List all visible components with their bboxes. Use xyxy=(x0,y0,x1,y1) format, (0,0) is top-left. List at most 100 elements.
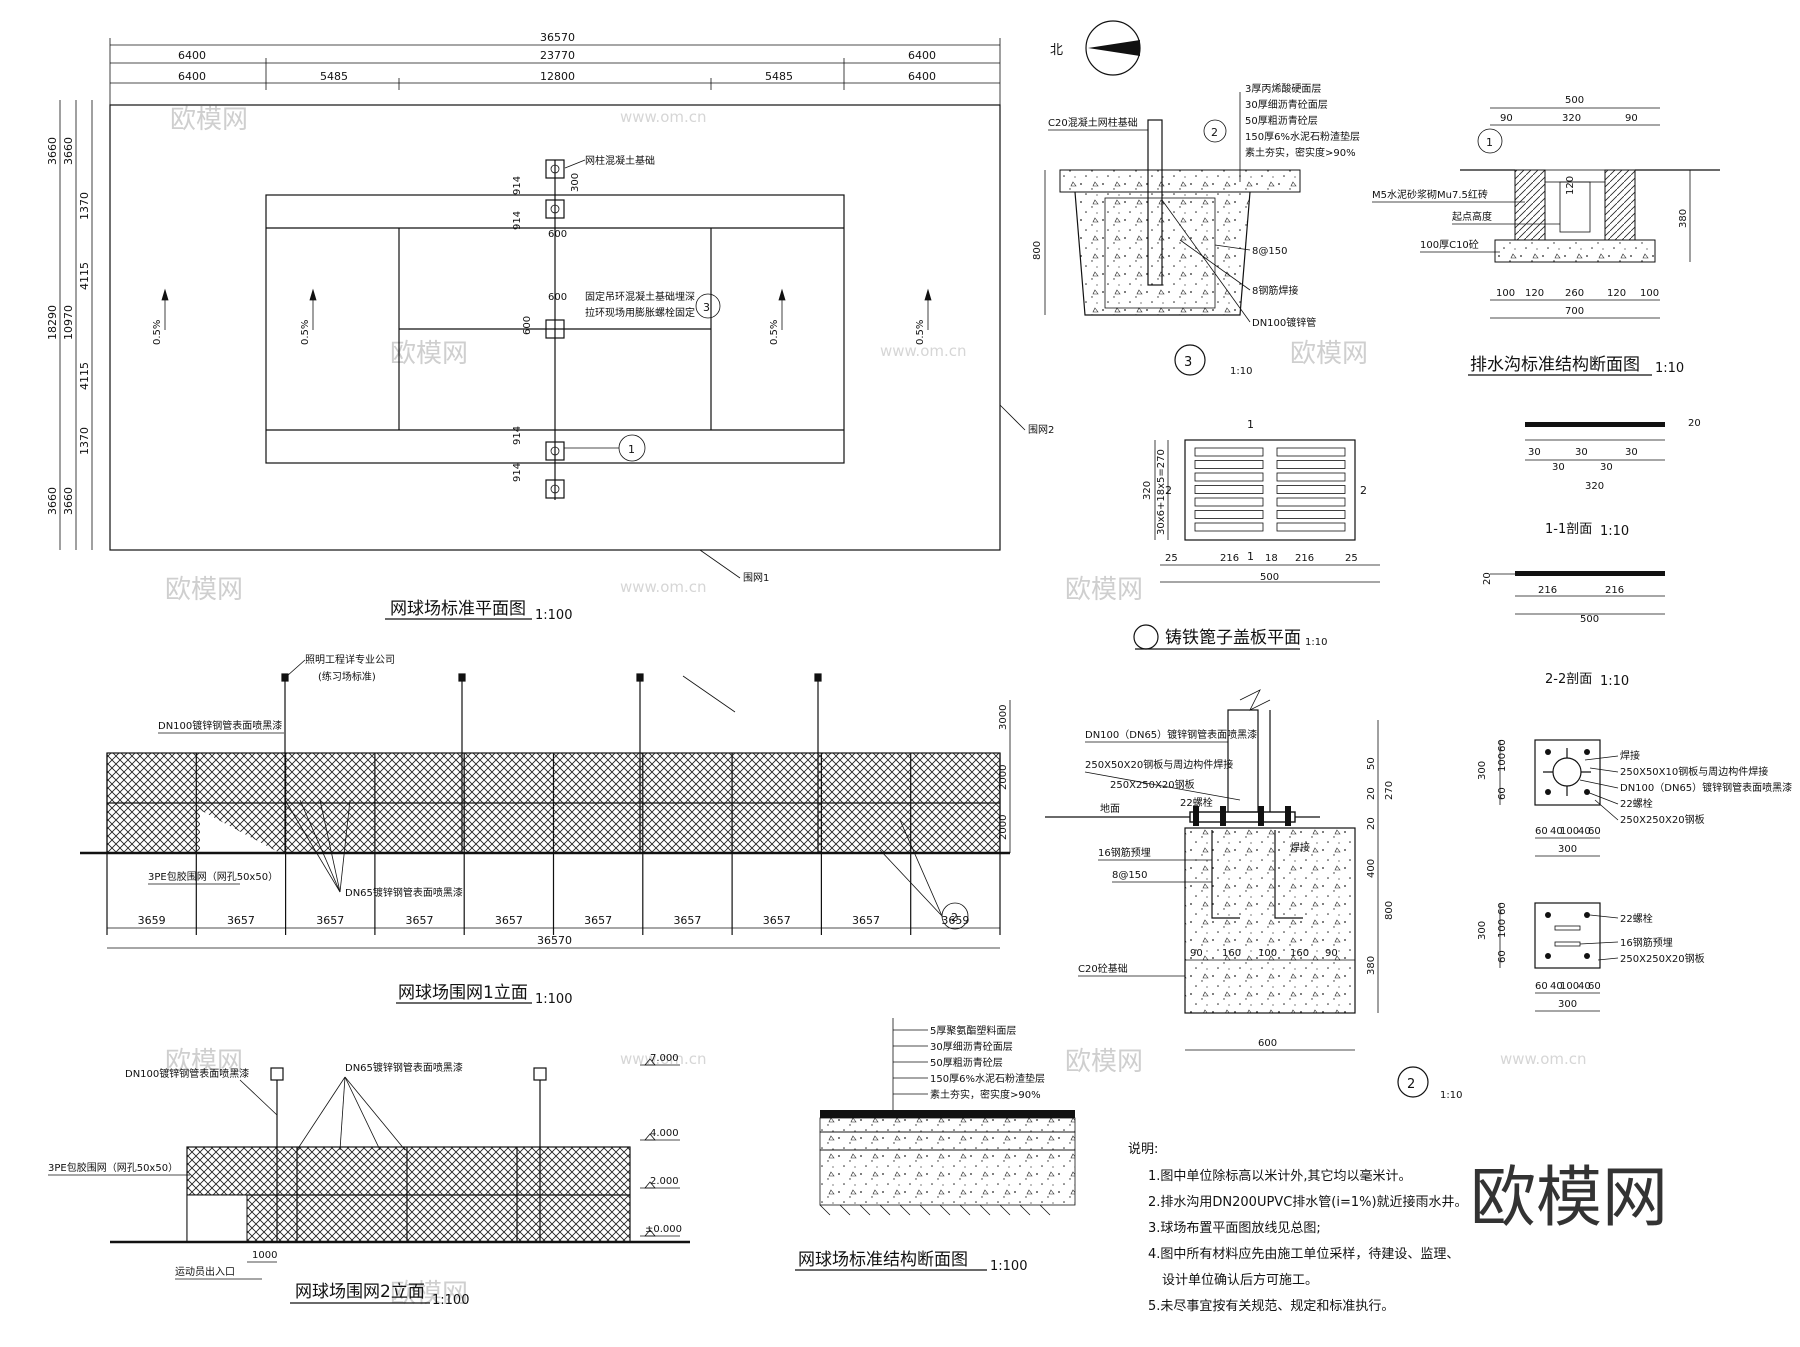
plateB-dim: 60 xyxy=(1497,950,1508,963)
detail2-dim: 160 xyxy=(1222,948,1241,959)
watermarks: 欧模网 www.om.cn 欧模网 www.om.cn 欧模网 欧模网 www.… xyxy=(165,105,1668,1309)
grate-slot xyxy=(1276,472,1346,482)
grate-scale: 1:10 xyxy=(1305,637,1327,648)
sec11-dim: 30 xyxy=(1625,447,1638,458)
dim-label: 914 xyxy=(512,426,523,445)
drain-dim: 320 xyxy=(1562,113,1581,124)
sec11-title: 1-1剖面 xyxy=(1545,522,1592,537)
note-item: 4.图中所有材料应先由施工单位采样，待建设、监理、 xyxy=(1148,1246,1459,1262)
dim-label: 6400 xyxy=(908,49,936,62)
dim-label: 5485 xyxy=(765,70,793,83)
base-plate-b: 22螺栓 16钢筋预埋 250X250X20钢板 300 60 100 60 6… xyxy=(1477,902,1705,1012)
grate-dim: 30x6+18x5=270 xyxy=(1156,449,1167,535)
elev1-scale: 1:100 xyxy=(535,992,572,1007)
grate-slot xyxy=(1276,460,1346,469)
court-structure-section: 5厚聚氨酯塑料面层 30厚细沥青砼面层 50厚粗沥青砼层 150厚6%水泥石粉渣… xyxy=(795,1018,1076,1274)
detail2-label: 250X250X20钢板 xyxy=(1110,778,1195,791)
plate-b xyxy=(1534,902,1601,969)
detail3-scale: 1:10 xyxy=(1230,366,1252,377)
grate-dim: 18 xyxy=(1265,553,1278,564)
detail3-weld: 8钢筋焊接 xyxy=(1252,284,1298,297)
plateA-label: 22螺栓 xyxy=(1620,797,1653,810)
detail2-label: 地面 xyxy=(1100,802,1120,815)
plateB-dim: 300 xyxy=(1558,999,1577,1010)
grate-slot xyxy=(1194,460,1264,469)
elev1-height: 2000 xyxy=(998,815,1009,840)
north-label: 北 xyxy=(1050,43,1063,58)
plateA-label: 250X250X20钢板 xyxy=(1620,813,1705,826)
elev2-level: 2.000 xyxy=(650,1176,679,1187)
watermark-logo: 欧模网 xyxy=(165,575,243,605)
layer-label: 3厚丙烯酸硬面层 xyxy=(1245,82,1321,95)
elev2-pipe65: DN65镀锌钢管表面喷黑漆 xyxy=(345,1061,463,1074)
grate-dim: 500 xyxy=(1260,572,1279,583)
detail3-depth: 800 xyxy=(1032,241,1043,260)
drain-callout: 1 xyxy=(1486,136,1493,149)
watermark-logo: 欧模网 xyxy=(390,1279,468,1309)
note-ring-foundation: 固定吊环混凝土基础埋深 xyxy=(585,290,695,303)
grate-dim: 320 xyxy=(1142,481,1153,500)
plateB-dim: 300 xyxy=(1477,921,1488,940)
watermark-url: www.om.cn xyxy=(1500,1050,1587,1068)
sec11-dim: 320 xyxy=(1585,481,1604,492)
dim-label: 3660 xyxy=(46,487,59,515)
light-label-sub: (练习场标准) xyxy=(318,670,376,683)
watermark-logo: 欧模网 xyxy=(1290,339,1368,369)
court-plan: 36570 6400 23770 6400 6400 5485 12800 54… xyxy=(46,31,1054,623)
sec11-dim: 30 xyxy=(1528,447,1541,458)
elev1-height: 2000 xyxy=(998,765,1009,790)
dim-label: 3660 xyxy=(62,487,75,515)
note-post-foundation: 网柱混凝土基础 xyxy=(585,154,655,167)
brand-logo: 欧模网 xyxy=(1470,1159,1668,1236)
fence-boundary xyxy=(109,104,1001,551)
sec22-scale: 1:10 xyxy=(1600,674,1629,689)
light-label: 照明工程详专业公司 xyxy=(305,653,395,666)
plan-scale: 1:100 xyxy=(535,608,572,623)
sec-mark: 2 xyxy=(1360,484,1367,497)
layer-label: 30厚细沥青砼面层 xyxy=(1245,98,1328,111)
fence1-label: 围网1 xyxy=(743,572,769,584)
elev2-mesh: 3PE包胶围网（网孔50x50） xyxy=(48,1161,178,1174)
elev1-height: 3000 xyxy=(998,705,1009,730)
detail2-label: 22螺栓 xyxy=(1180,796,1213,809)
detail3-top-label: C20混凝土网柱基础 xyxy=(1048,116,1138,129)
elev1-callout: 2 xyxy=(951,911,958,924)
dim-label: 18290 xyxy=(46,305,59,340)
dim-label: 600 xyxy=(548,292,567,303)
plateA-dim: 60 xyxy=(1497,787,1508,800)
layer-label: 5厚聚氨酯塑料面层 xyxy=(930,1024,1016,1037)
plan-title: 网球场标准平面图 xyxy=(390,599,526,619)
plateB-dim: 40 xyxy=(1578,981,1591,992)
watermark-logo: 欧模网 xyxy=(1065,575,1143,605)
grate-slot xyxy=(1276,447,1346,457)
sec22-title: 2-2剖面 xyxy=(1545,672,1592,687)
watermark-logo: 欧模网 xyxy=(170,105,248,135)
detail2-label: 250X50X20钢板与周边构件焊接 xyxy=(1085,758,1233,771)
slope-label: 0.5% xyxy=(915,320,926,345)
pipe65-label: DN65镀锌钢管表面喷黑漆 xyxy=(345,886,463,899)
grate-slot xyxy=(1194,447,1264,457)
plateB-dim: 60 xyxy=(1497,902,1508,915)
note-item: 5.未尽事宜按有关规范、规定和标准执行。 xyxy=(1148,1299,1394,1314)
fence-elevation-2: DN100镀锌钢管表面喷黑漆 DN65镀锌钢管表面喷黑漆 3PE包胶围网（网孔5… xyxy=(48,1053,690,1308)
grate-dim: 25 xyxy=(1345,553,1358,564)
bay-dim: 3657 xyxy=(406,914,434,927)
plateA-dim: 40 xyxy=(1550,826,1563,837)
drain-height: 380 xyxy=(1678,209,1689,228)
fence-elevation-1: 照明工程详专业公司 (练习场标准) DN100镀锌钢管表面喷黑漆 3PE包胶围网… xyxy=(80,653,1011,1007)
plateB-label: 16钢筋预埋 xyxy=(1620,936,1673,949)
dim-label: 6400 xyxy=(908,70,936,83)
plateA-dim: 300 xyxy=(1558,844,1577,855)
detail3-callout: 2 xyxy=(1211,126,1218,139)
grate-slot xyxy=(1276,497,1346,507)
detail2-dim: 160 xyxy=(1290,948,1309,959)
elev2-title: 网球场围网2立面 xyxy=(295,1282,425,1302)
bay-dim: 3657 xyxy=(852,914,880,927)
sec-mark: 1 xyxy=(1247,550,1254,563)
plateB-label: 250X250X20钢板 xyxy=(1620,952,1705,965)
notes-heading: 说明: xyxy=(1128,1142,1158,1157)
dim-label: 914 xyxy=(512,211,523,230)
detail2-label: 焊接 xyxy=(1290,841,1310,854)
plateA-label: 250X50X10钢板与周边构件焊接 xyxy=(1620,765,1768,778)
